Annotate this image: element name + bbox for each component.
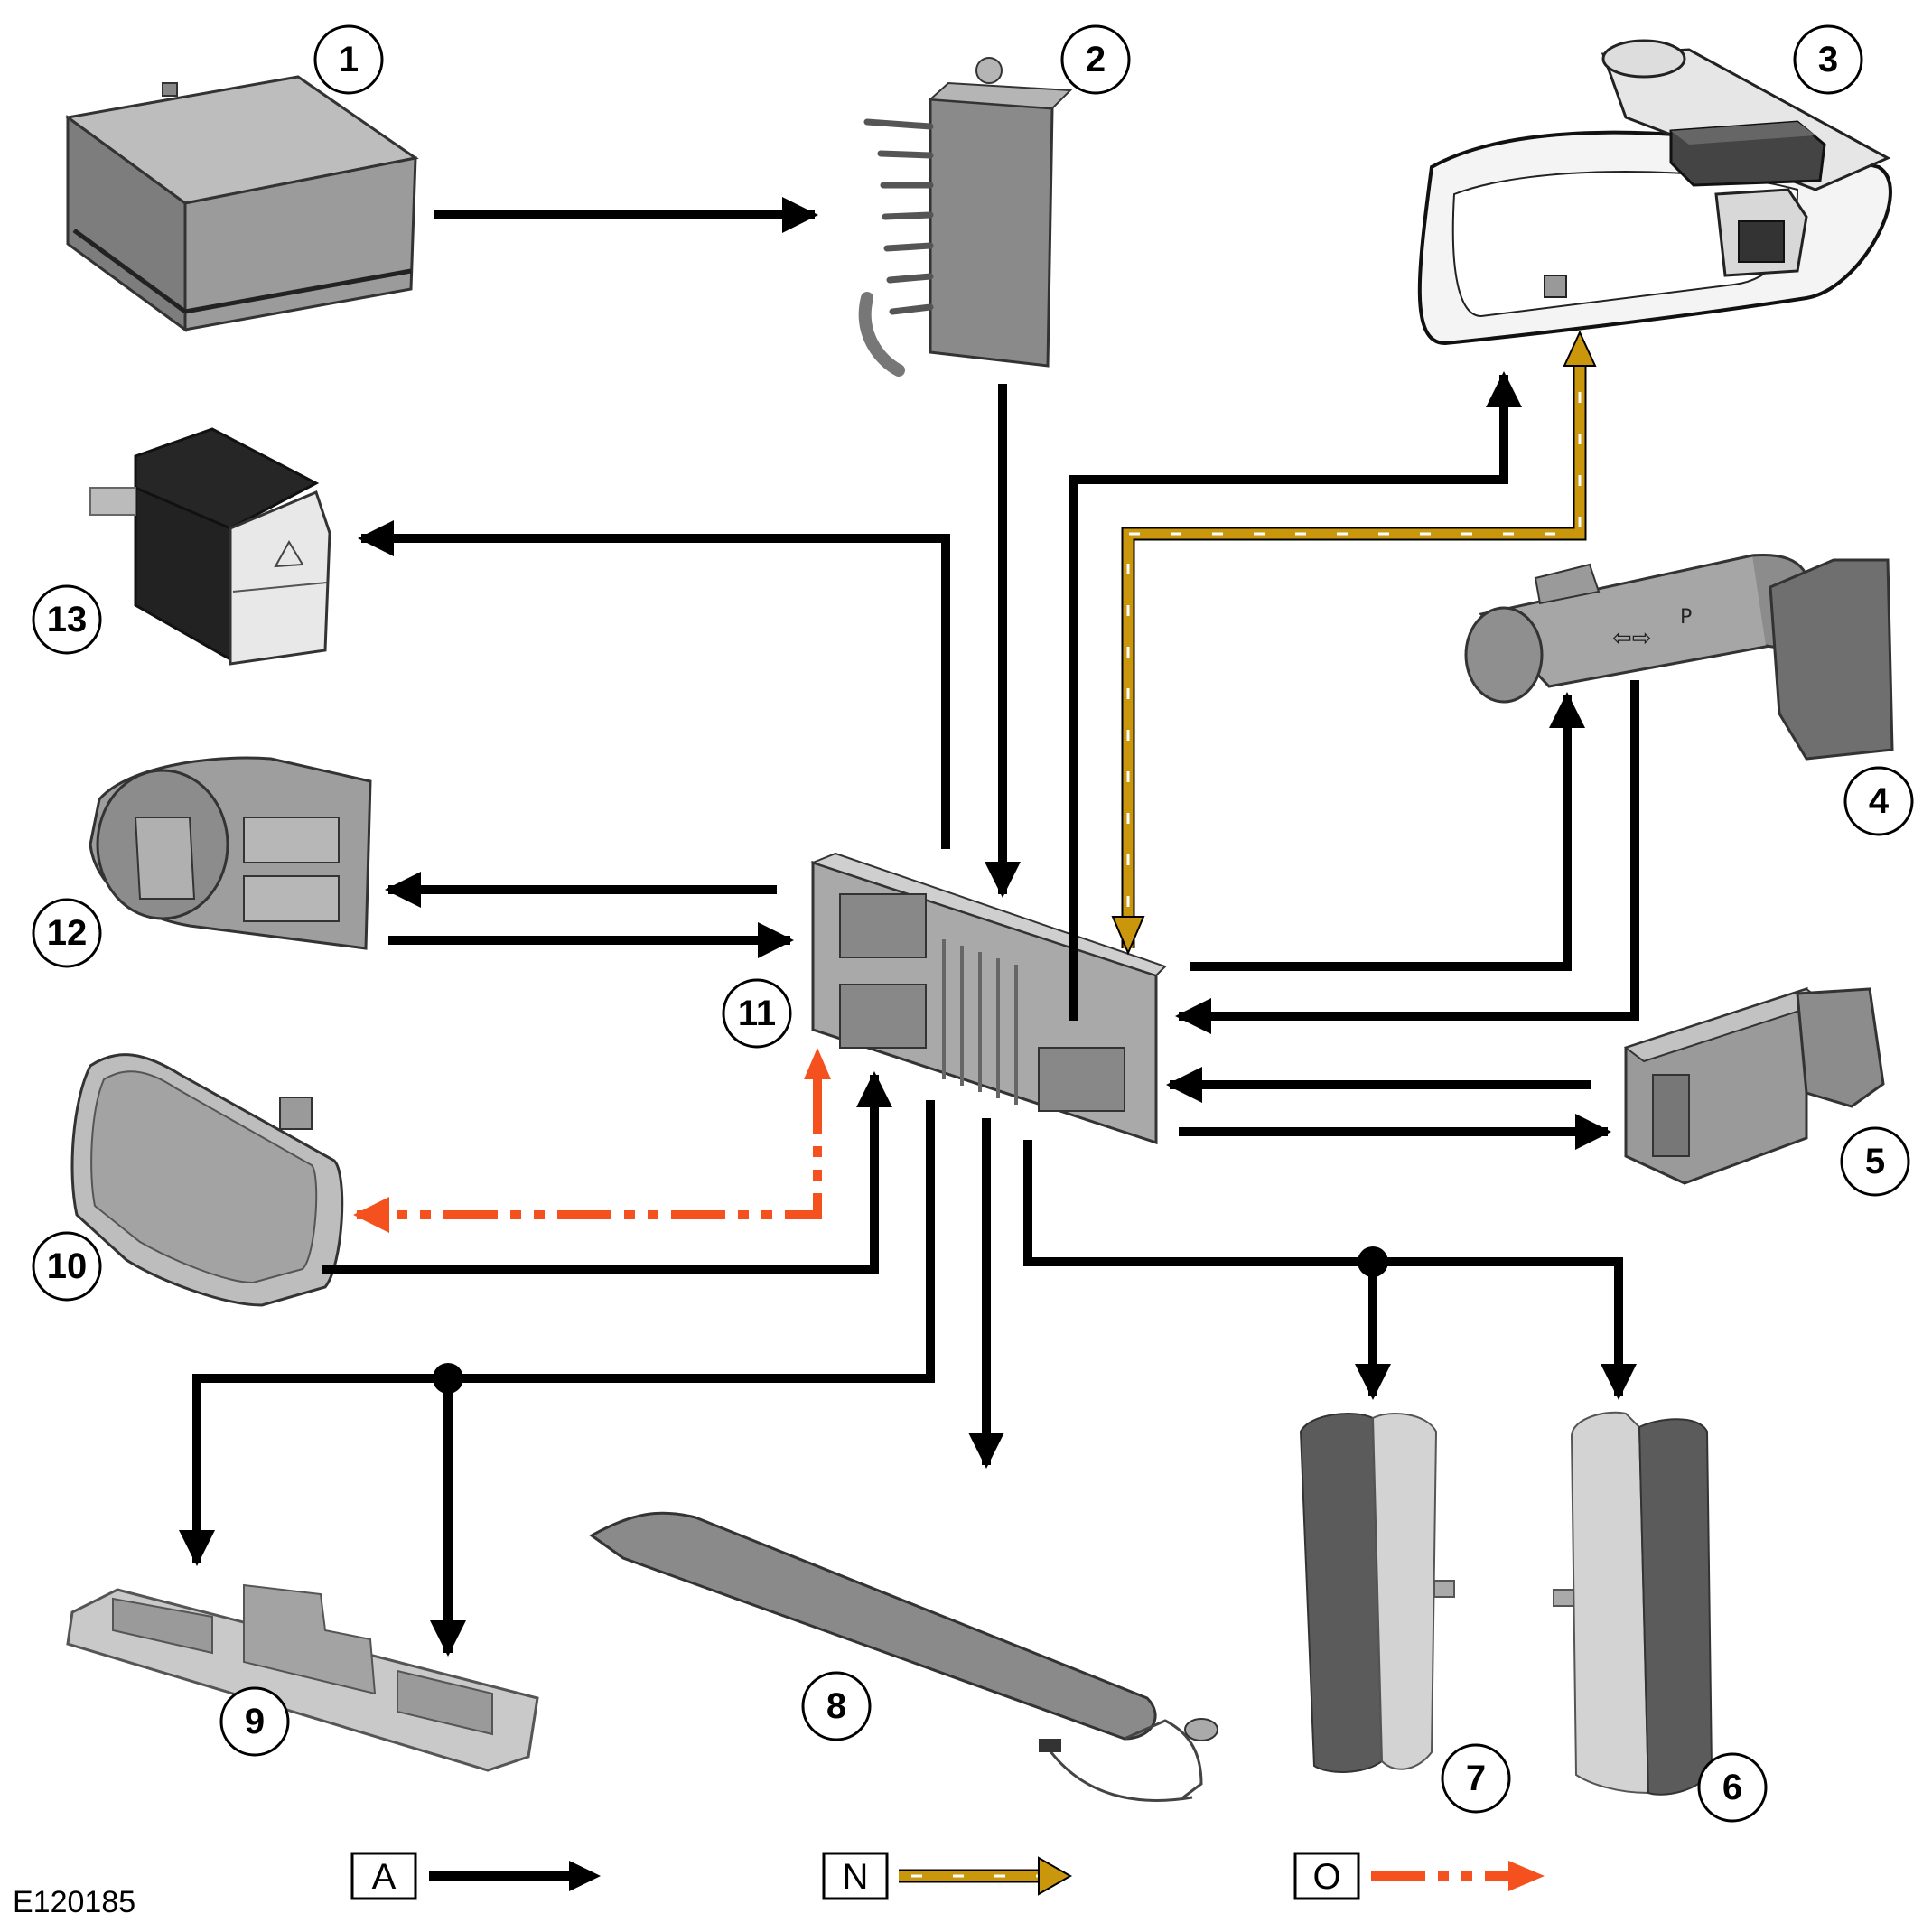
svg-text:12: 12: [47, 913, 88, 953]
svg-text:1: 1: [339, 40, 359, 79]
callout-6: 6: [1697, 1752, 1768, 1823]
legend: A N O: [350, 1852, 1545, 1900]
steering-column-switch-component: ⇦⇨ P: [1464, 553, 1894, 761]
svg-text:A: A: [372, 1857, 397, 1897]
wire-cjb-to-hazard: [358, 520, 950, 849]
svg-text:7: 7: [1466, 1759, 1486, 1798]
callout-5: 5: [1840, 1126, 1910, 1197]
svg-text:10: 10: [47, 1246, 88, 1286]
svg-text:5: 5: [1865, 1142, 1885, 1181]
svg-text:N: N: [843, 1857, 869, 1897]
connection-type-n: [1111, 330, 1597, 956]
callout-1: 1: [313, 24, 384, 95]
figure-id-label: E120185: [13, 1885, 135, 1919]
legend-item-n: N: [822, 1852, 1073, 1900]
callout-9: 9: [219, 1686, 290, 1757]
callout-10: 10: [32, 1231, 102, 1302]
connection-type-o: [353, 1048, 831, 1233]
battery-component: [64, 75, 419, 332]
svg-text:O: O: [1312, 1857, 1340, 1897]
side-lamp-right-component: [1553, 1411, 1713, 1796]
svg-text:⇦⇨: ⇦⇨: [1612, 625, 1652, 652]
power-distribution-box-component: [858, 57, 1073, 377]
svg-text:9: 9: [245, 1702, 265, 1741]
n-arrow-head-down: [1111, 916, 1145, 956]
svg-text:3: 3: [1818, 40, 1838, 79]
svg-text:P: P: [1680, 606, 1692, 629]
rain-sensor-component: [70, 1053, 344, 1307]
central-junction-box-component: [810, 852, 1167, 1145]
high-mount-stop-lamp-component: [589, 1511, 1218, 1802]
interior-mirror-component: [1417, 39, 1892, 346]
callout-7: 7: [1441, 1743, 1511, 1814]
brake-switch-component: [1623, 986, 1885, 1185]
junction-dot-lamp-bar: [433, 1363, 463, 1394]
svg-text:2: 2: [1086, 40, 1106, 79]
n-arrow-head-up: [1563, 330, 1597, 367]
legend-item-o: O: [1293, 1852, 1545, 1900]
wire-column-switch-to-cjb: [1175, 680, 1639, 1034]
callout-11: 11: [722, 978, 792, 1049]
legend-item-a: A: [350, 1852, 601, 1900]
callout-4: 4: [1843, 766, 1914, 836]
callout-3: 3: [1793, 24, 1863, 95]
rear-lamp-bar-component: [66, 1583, 539, 1772]
wire-rain-sensor-to-cjb: [322, 1071, 892, 1274]
callout-12: 12: [32, 898, 102, 968]
callout-8: 8: [801, 1671, 872, 1741]
connections-type-a: [179, 197, 1639, 1657]
wire-cjb-to-side-lamp-left: [1023, 1140, 1637, 1400]
wire-cjb-to-column-switch: [1190, 692, 1585, 971]
svg-text:6: 6: [1722, 1768, 1742, 1807]
svg-text:11: 11: [738, 994, 776, 1033]
svg-text:13: 13: [47, 600, 88, 639]
side-lamp-left-component: [1299, 1413, 1455, 1773]
junction-dot-side-lamps: [1358, 1246, 1388, 1277]
svg-text:8: 8: [826, 1686, 846, 1726]
svg-text:4: 4: [1869, 781, 1890, 821]
wire-cjb-to-lamp-bar-left: [179, 1100, 935, 1566]
hazard-switch-component: [89, 427, 331, 666]
callout-13: 13: [32, 584, 102, 655]
callout-2: 2: [1060, 24, 1131, 95]
o-arrow-head-up: [804, 1048, 831, 1079]
headlamp-switch-component: [89, 756, 372, 950]
wire-cjb-to-mirror: [1069, 371, 1522, 1021]
